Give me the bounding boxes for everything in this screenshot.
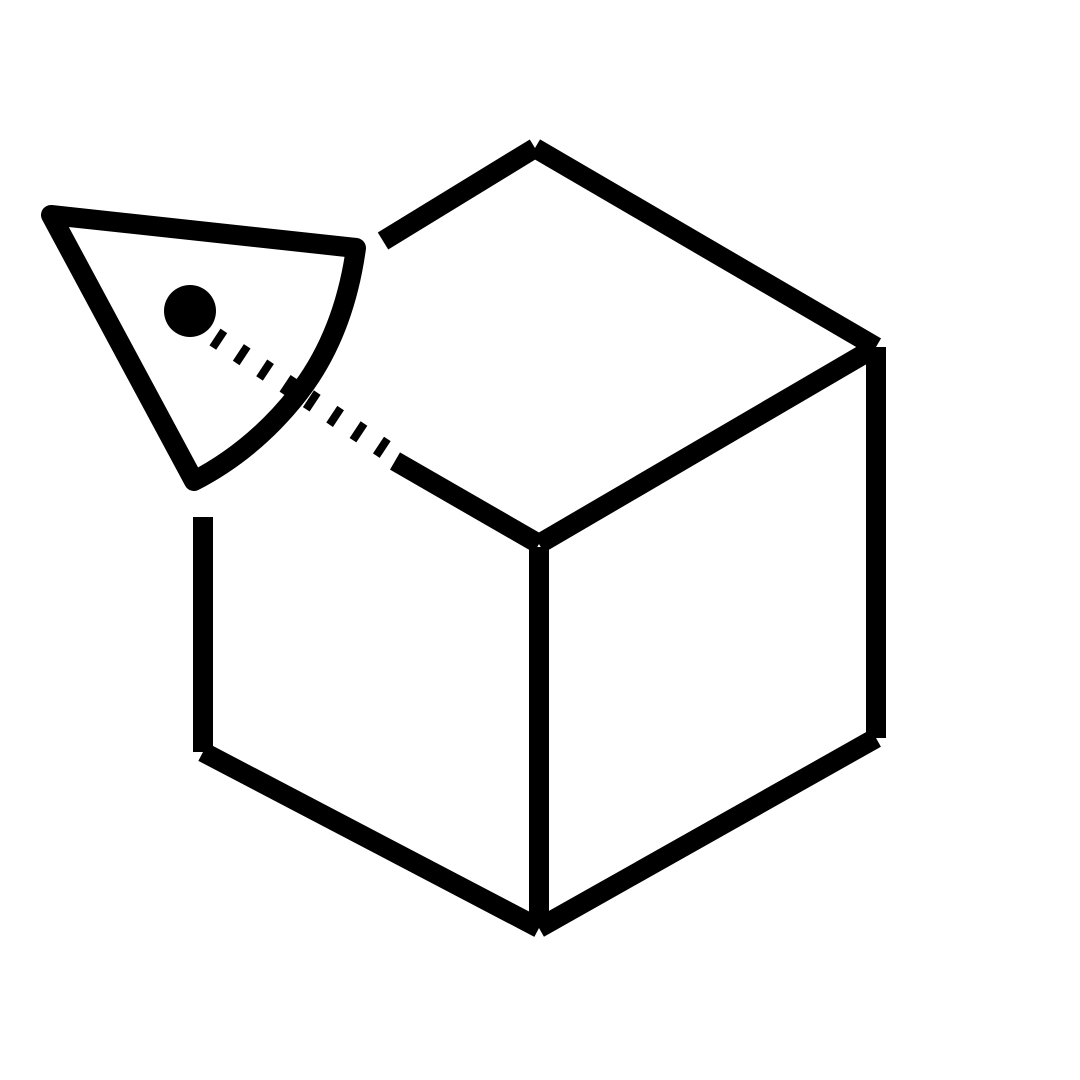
cone-beam-outline: [41, 205, 366, 491]
box-bottom-right-edge: [534, 729, 881, 937]
box-top-front-right-edge: [533, 338, 882, 553]
box-top-back-right-edge: [529, 139, 882, 356]
box-bottom-left-edge: [198, 743, 544, 937]
box-top-front-left-edge: [390, 452, 544, 553]
box-top-back-left-edge: [377, 139, 541, 250]
focus-dot-icon: [164, 285, 216, 337]
dotted-sight-line: [209, 328, 398, 463]
